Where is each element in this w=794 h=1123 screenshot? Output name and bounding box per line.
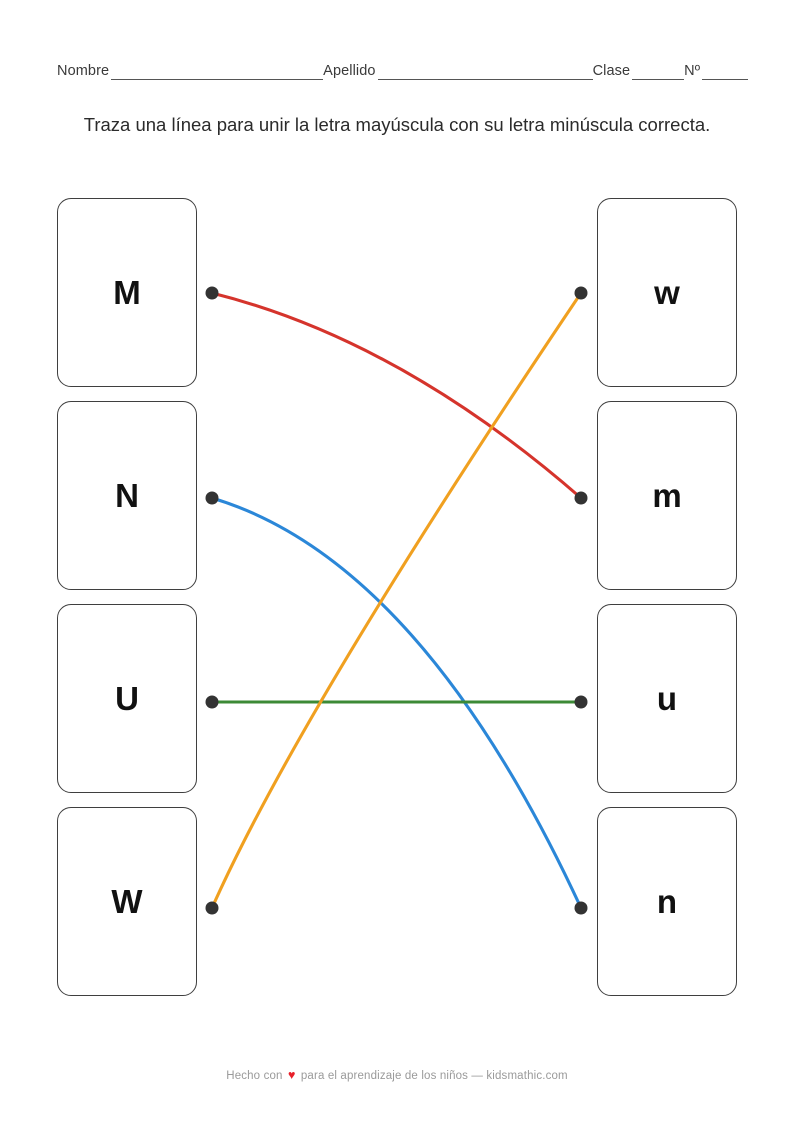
card-uppercase-m[interactable]: M	[57, 198, 197, 387]
card-letter-text: n	[656, 883, 678, 920]
connector-dot-lowercase-m[interactable]	[574, 491, 588, 505]
connector-dot-lowercase-u[interactable]	[574, 695, 588, 709]
footer-credit: Hecho con ♥ para el aprendizaje de los n…	[0, 1068, 794, 1082]
card-lowercase-n[interactable]: n	[597, 807, 737, 996]
lowercase-column: w m u n	[597, 198, 737, 996]
connector-dot-lowercase-n[interactable]	[574, 901, 588, 915]
connection-line-w-to-w	[210, 291, 583, 910]
field-numero-input[interactable]	[702, 65, 749, 80]
card-uppercase-w[interactable]: W	[57, 807, 197, 996]
card-letter-text: M	[113, 274, 141, 311]
field-nombre-label: Nombre	[57, 63, 110, 79]
field-apellido-label: Apellido	[323, 63, 376, 79]
card-letter-text: N	[115, 477, 139, 514]
footer-suffix: para el aprendizaje de los niños — kidsm…	[300, 1070, 568, 1082]
heart-icon: ♥	[287, 1068, 296, 1082]
connector-dot-lowercase-w[interactable]	[574, 286, 588, 300]
field-numero: Nº	[684, 63, 749, 80]
field-apellido-input[interactable]	[377, 65, 593, 80]
card-letter-text: W	[111, 883, 143, 920]
footer-prefix: Hecho con	[226, 1070, 283, 1082]
connection-line-m-to-m	[210, 291, 583, 500]
card-lowercase-m[interactable]: m	[597, 401, 737, 590]
field-clase-input[interactable]	[632, 65, 685, 80]
connector-dot-uppercase-w[interactable]	[205, 901, 219, 915]
instruction-text: Traza una línea para unir la letra mayús…	[83, 114, 711, 135]
card-letter-text: U	[115, 680, 139, 717]
connector-dot-uppercase-n[interactable]	[205, 491, 219, 505]
field-clase: Clase	[593, 63, 685, 80]
card-lowercase-u[interactable]: u	[597, 604, 737, 793]
card-uppercase-n[interactable]: N	[57, 401, 197, 590]
matching-board: M N U W w m u n	[0, 190, 794, 1010]
card-letter-text: u	[656, 680, 678, 717]
field-apellido: Apellido	[323, 63, 593, 80]
field-nombre: Nombre	[57, 63, 324, 80]
field-nombre-input[interactable]	[111, 65, 324, 80]
connector-dot-uppercase-u[interactable]	[205, 695, 219, 709]
field-clase-label: Clase	[592, 63, 631, 79]
connector-dot-uppercase-m[interactable]	[205, 286, 219, 300]
uppercase-column: M N U W	[57, 198, 197, 996]
connection-line-n-to-n	[210, 496, 583, 910]
card-lowercase-w[interactable]: w	[597, 198, 737, 387]
card-uppercase-u[interactable]: U	[57, 604, 197, 793]
field-numero-label: Nº	[684, 63, 701, 79]
card-letter-text: w	[654, 274, 680, 311]
student-info-header: Nombre Apellido Clase Nº	[57, 63, 749, 80]
card-letter-text: m	[652, 477, 682, 514]
